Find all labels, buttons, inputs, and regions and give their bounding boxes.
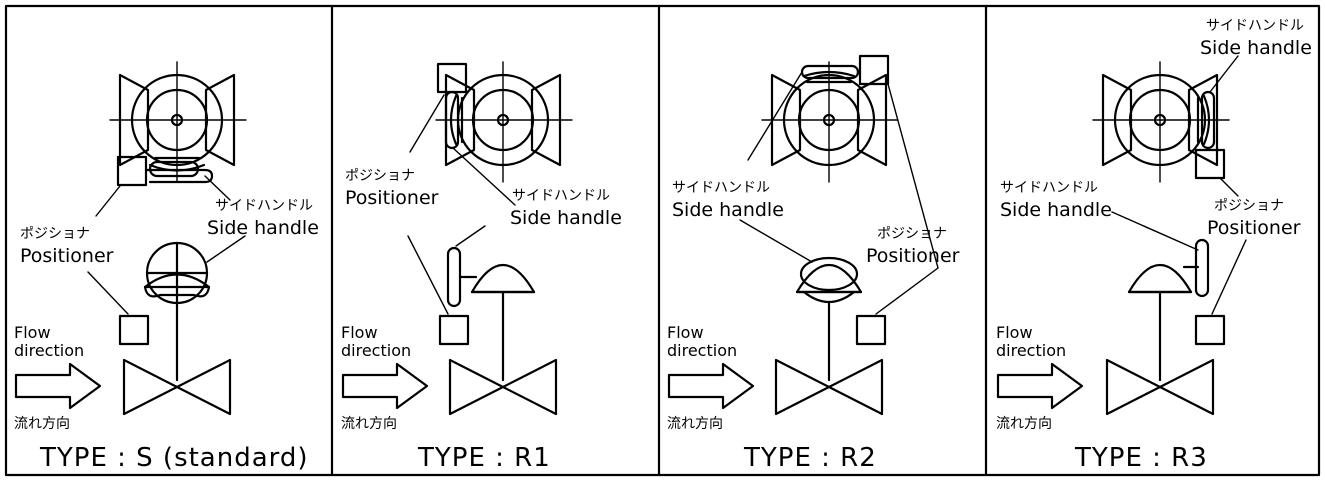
handle-label-en: Side handle [1000, 199, 1112, 221]
valve-body [448, 358, 558, 416]
type-label: TYPE : S (standard) [39, 443, 309, 473]
top-view-valve [95, 61, 247, 217]
flow-arrow [667, 362, 755, 410]
positioner-box-top [116, 155, 148, 187]
positioner-box-top [436, 62, 468, 94]
flow-label-1: Flow [996, 323, 1033, 342]
handle-label-jp: サイドハンドル [512, 188, 610, 204]
type-label: TYPE : R2 [743, 443, 877, 473]
positioner-box-top [858, 54, 890, 86]
panel-type-r3: サイドハンドル Side handle サイドハンドル Side handle … [996, 18, 1312, 473]
flow-arrow [14, 362, 102, 410]
positioner-label-jp: ポジショナ [1214, 198, 1284, 214]
positioner-box-side [87, 271, 150, 346]
panel-type-r2: サイドハンドル Side handle ポジショナ Positioner Flo… [667, 54, 960, 473]
handle-label-jp-top: サイドハンドル [1206, 18, 1304, 34]
positioner-label-jp: ポジショナ [345, 168, 415, 184]
handle-label-en: Side handle [510, 207, 622, 229]
side-handle-side [446, 225, 486, 308]
flow-label-1: Flow [341, 323, 378, 342]
handle-label-jp: サイドハンドル [1000, 180, 1098, 196]
actuator-side-view [1127, 264, 1200, 382]
actuator-side-view [739, 219, 863, 382]
flow-label-2: direction [667, 341, 737, 360]
type-label: TYPE : R1 [417, 443, 551, 473]
positioner-box-side [1194, 239, 1247, 346]
flow-label-jp: 流れ方向 [667, 416, 723, 432]
top-view-valve [409, 61, 573, 206]
valve-body [122, 358, 232, 416]
handle-label-en: Side handle [207, 217, 319, 239]
side-handle-side [1111, 211, 1210, 298]
positioner-box-top [1194, 148, 1226, 180]
actuator-side-view [470, 264, 536, 382]
type-label: TYPE : R3 [1074, 443, 1208, 473]
top-view-valve [747, 54, 939, 269]
handle-label-en-top: Side handle [1200, 37, 1312, 59]
flow-label-jp: 流れ方向 [14, 416, 70, 432]
flow-arrow [996, 362, 1084, 410]
flow-label-2: direction [341, 341, 411, 360]
handle-label-jp: サイドハンドル [672, 180, 770, 196]
valve-body [1105, 358, 1215, 416]
flow-label-2: direction [14, 341, 84, 360]
positioner-label-jp: ポジショナ [20, 226, 90, 242]
positioner-box-side [407, 235, 470, 346]
flow-label-2: direction [996, 341, 1066, 360]
valve-body [774, 358, 884, 416]
positioner-label-en: Positioner [20, 245, 114, 267]
flow-label-1: Flow [667, 323, 704, 342]
flow-label-1: Flow [14, 323, 51, 342]
handle-label-en: Side handle [672, 199, 784, 221]
panel-frames [4, 4, 1321, 477]
positioner-box-side [855, 267, 939, 346]
handle-label-jp: サイドハンドル [215, 198, 313, 214]
flow-label-jp: 流れ方向 [996, 416, 1052, 432]
panel-type-r1: ポジショナ Positioner サイドハンドル Side handle Flo… [341, 61, 622, 473]
actuator-side-view [143, 235, 246, 382]
top-view-valve [1092, 55, 1239, 197]
flow-label-jp: 流れ方向 [341, 416, 397, 432]
positioner-label-en: Positioner [866, 245, 960, 267]
panel-type-s: ポジショナ Positioner サイドハンドル Side handle Flo… [14, 61, 319, 473]
positioner-label-en: Positioner [345, 187, 439, 209]
positioner-label-jp: ポジショナ [877, 226, 947, 242]
positioner-label-en: Positioner [1207, 217, 1301, 239]
flow-arrow [341, 362, 429, 410]
